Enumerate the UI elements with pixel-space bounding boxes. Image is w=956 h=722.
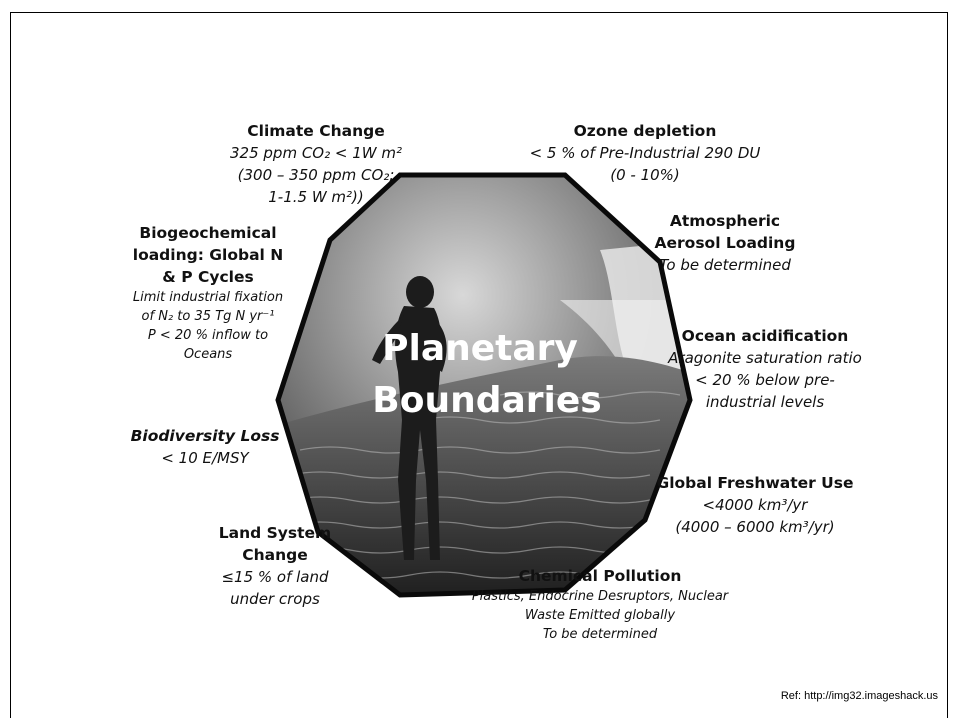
biogeo-line4: Oceans — [183, 347, 233, 362]
center-title-line1: Planetary — [382, 328, 578, 369]
biogeo-line1: Limit industrial fixation — [132, 290, 284, 305]
biogeo-title1: Biogeochemical — [139, 224, 277, 242]
boundary-climate-change: Climate Change 325 ppm CO₂ < 1W m² (300 … — [196, 120, 436, 208]
biodiversity-title: Biodiversity Loss — [130, 427, 280, 445]
chemical-line3: To be determined — [542, 627, 658, 642]
climate-line1: 325 ppm CO₂ < 1W m² — [230, 144, 402, 162]
boundary-chemical-pollution: Chemical Pollution Plastics, Endocrine D… — [430, 565, 770, 644]
ocean-title: Ocean acidification — [681, 327, 849, 345]
boundary-biogeochemical-loading: Biogeochemical loading: Global N & P Cyc… — [118, 222, 298, 364]
climate-title: Climate Change — [247, 122, 385, 140]
ozone-title: Ozone depletion — [573, 122, 717, 140]
boundary-land-system-change: Land System Change ≤15 % of land under c… — [200, 522, 350, 610]
ocean-line3: industrial levels — [705, 393, 825, 411]
biogeo-line2: of N₂ to 35 Tg N yr⁻¹ — [141, 309, 275, 324]
chemical-title: Chemical Pollution — [518, 567, 682, 585]
chemical-line2: Waste Emitted globally — [524, 608, 676, 623]
slide-frame — [10, 12, 948, 718]
aerosol-line1: To be determined — [659, 256, 791, 274]
boundary-biodiversity-loss: Biodiversity Loss < 10 E/MSY — [120, 425, 290, 469]
ozone-line2: (0 - 10%) — [610, 166, 680, 184]
aerosol-title1: Atmospheric — [669, 212, 781, 230]
climate-line2: (300 – 350 ppm CO₂; — [237, 166, 395, 184]
ocean-line1: Aragonite saturation ratio — [668, 349, 862, 367]
biogeo-line3: P < 20 % inflow to — [147, 328, 269, 343]
boundary-ozone-depletion: Ozone depletion < 5 % of Pre-Industrial … — [500, 120, 790, 186]
boundary-ocean-acidification: Ocean acidification Aragonite saturation… — [665, 325, 865, 413]
biogeo-title2: loading: Global N — [132, 246, 284, 264]
octagon-border — [275, 172, 693, 598]
land-title1: Land System — [218, 524, 332, 542]
chemical-line1: Plastics, Endocrine Desruptors, Nuclear — [471, 589, 729, 604]
freshwater-line1: <4000 km³/yr — [702, 496, 808, 514]
ozone-line1: < 5 % of Pre-Industrial 290 DU — [529, 144, 761, 162]
octagon-photo — [278, 175, 690, 595]
ocean-line2: < 20 % below pre- — [695, 371, 835, 389]
center-title-line2: Boundaries — [372, 380, 601, 421]
land-line2: under crops — [230, 590, 320, 608]
freshwater-line2: (4000 – 6000 km³/yr) — [675, 518, 835, 536]
climate-line3: 1-1.5 W m²)) — [268, 188, 364, 206]
boundary-freshwater-use: Global Freshwater Use <4000 km³/yr (4000… — [630, 472, 880, 538]
freshwater-title: Global Freshwater Use — [656, 474, 854, 492]
biodiversity-line1: < 10 E/MSY — [161, 449, 249, 467]
boundary-aerosol-loading: Atmospheric Aerosol Loading To be determ… — [640, 210, 810, 276]
reference-text: Ref: http://img32.imageshack.us — [780, 690, 938, 702]
human-silhouette — [372, 276, 447, 560]
biogeo-title3: & P Cycles — [162, 268, 254, 286]
land-title2: Change — [242, 546, 308, 564]
land-line1: ≤15 % of land — [221, 568, 329, 586]
aerosol-title2: Aerosol Loading — [654, 234, 796, 252]
